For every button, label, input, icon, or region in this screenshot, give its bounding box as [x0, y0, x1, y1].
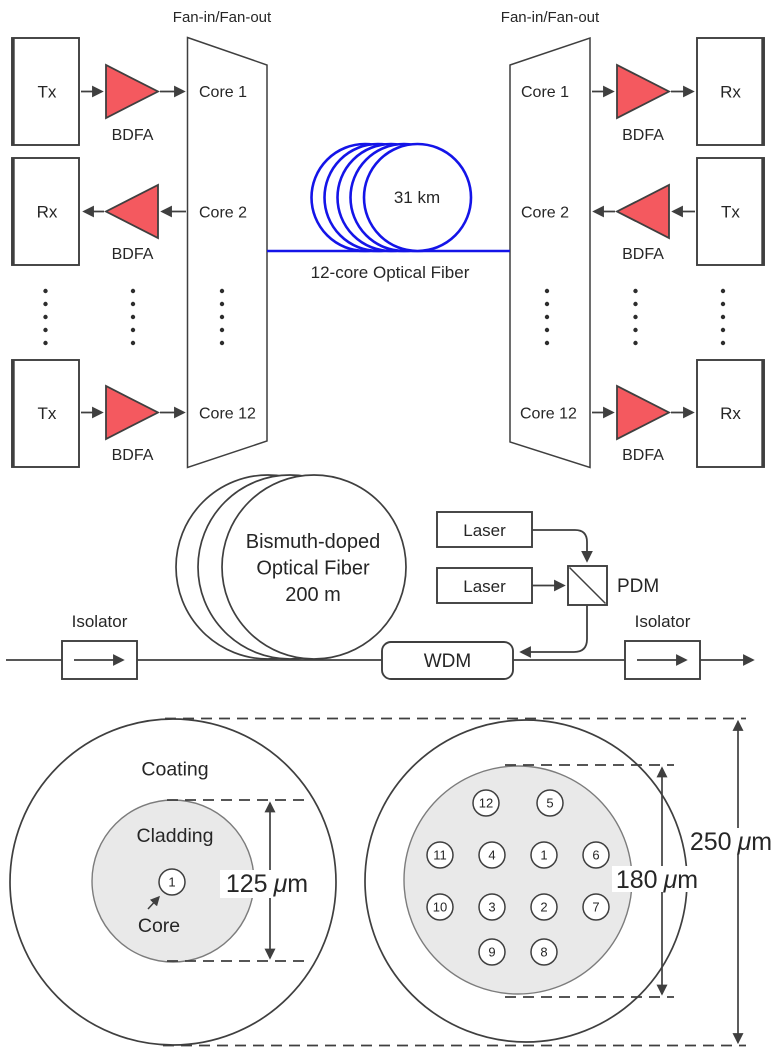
- core-number: 7: [592, 900, 599, 915]
- wdm-label: WDM: [424, 651, 471, 672]
- core-number: 9: [488, 945, 495, 960]
- coil-label-line3: 200 m: [285, 584, 341, 606]
- rx-label-left: Rx: [37, 203, 58, 222]
- core-number: 11: [433, 848, 447, 863]
- core-1-label-right: Core 1: [521, 84, 569, 101]
- mcf-link-section: Fan-in/Fan-out Fan-in/Fan-out Tx BDFA Co…: [11, 9, 765, 469]
- rx-label-right-1: Rx: [720, 83, 741, 102]
- tx-box-left-1: [11, 37, 80, 146]
- core-number: 10: [433, 900, 447, 915]
- coil-label-line2: Optical Fiber: [256, 558, 370, 580]
- core-12-label-right: Core 12: [520, 406, 577, 423]
- core-number: 3: [488, 900, 495, 915]
- rx-label-right-2: Rx: [720, 404, 741, 423]
- fan-in-out-label-right: Fan-in/Fan-out: [501, 9, 600, 26]
- dim-250-backing: [688, 828, 776, 854]
- core-pointer-arrow: [147, 895, 160, 910]
- isolator-label-right: Isolator: [635, 612, 691, 631]
- core-number: 12: [479, 796, 493, 811]
- cross-sections: Coating Cladding 1 Core 12 5 11 4 1 6 10…: [9, 717, 776, 1047]
- bdfa-amplifier-left-1: [105, 63, 160, 120]
- fan-in-out-label-left: Fan-in/Fan-out: [173, 9, 272, 26]
- laser-label-bottom: Laser: [463, 577, 506, 596]
- wdm-box: [381, 641, 514, 680]
- rx-box-right-1: [696, 37, 765, 146]
- core-number: 5: [546, 796, 553, 811]
- cladding-label: Cladding: [137, 825, 214, 847]
- core-label: Core: [138, 915, 180, 937]
- ellipsis-dots-right-boxes: [720, 288, 726, 346]
- isolator-label-left: Isolator: [72, 612, 128, 631]
- bdfa-label-right-2: BDFA: [622, 246, 664, 263]
- core-number: 8: [540, 945, 547, 960]
- bdfa-amplifier-left-3: [105, 384, 160, 441]
- coating-label: Coating: [141, 759, 208, 781]
- bdfa-label-right-3: BDFA: [622, 447, 664, 464]
- core-12-label-left: Core 12: [199, 406, 256, 423]
- pdm-to-wdm-route: [519, 605, 588, 658]
- dim-180-backing: [612, 866, 704, 892]
- fanout-device-right: [509, 36, 591, 469]
- bdfa-setup-section: Isolator Bismuth-doped Optical Fiber 200…: [6, 474, 755, 680]
- bdfa-amplifier-right-3: [616, 384, 671, 441]
- rx-box-left: [11, 157, 80, 266]
- rx-box-right-2: [696, 359, 765, 468]
- core-2-label-left: Core 2: [199, 205, 247, 222]
- tx-label-left-1: Tx: [38, 83, 57, 102]
- core-number: 4: [488, 848, 495, 863]
- bdfa-amplifier-right-2: [615, 183, 670, 240]
- ellipsis-dots-left-boxes: [43, 288, 48, 346]
- bdfa-label-left-1: BDFA: [112, 127, 154, 144]
- core-number: 6: [592, 848, 599, 863]
- single-core-circle: [158, 868, 186, 896]
- mcf-cores: 12 5 11 4 1 6 10 3 2 7 9 8: [426, 789, 610, 966]
- tx-label-right: Tx: [721, 203, 740, 222]
- tx-label-left-2: Tx: [38, 404, 57, 423]
- core-number: 2: [540, 900, 547, 915]
- ellipsis-dots-left-cores: [219, 288, 225, 346]
- dim-125-backing: [220, 870, 315, 898]
- fiber-length-label: 31 km: [394, 188, 440, 207]
- single-core-number: 1: [168, 875, 175, 890]
- core-2-label-right: Core 2: [521, 205, 569, 222]
- ellipsis-dots-left-amps: [130, 288, 136, 346]
- fanout-device-left: [186, 36, 268, 469]
- pdm-diagonal: [568, 566, 607, 605]
- core-1-label-left: Core 1: [199, 84, 247, 101]
- mcf-cladding-circle: [403, 765, 633, 995]
- pdm-label: PDM: [617, 576, 659, 597]
- tx-box-left-2: [11, 359, 80, 468]
- bdfa-label-left-3: BDFA: [112, 447, 154, 464]
- ellipsis-dots-right-amps: [633, 288, 638, 346]
- mcf-fiber-coil: [310, 142, 473, 253]
- coil-label-line1: Bismuth-doped: [246, 531, 381, 553]
- fiber-caption: 12-core Optical Fiber: [311, 263, 470, 282]
- tx-box-right: [696, 157, 765, 266]
- laser-box-bottom: [436, 567, 533, 604]
- laser-label-top: Laser: [463, 521, 506, 540]
- bdfa-label-right-1: BDFA: [622, 127, 664, 144]
- bdfa-amplifier-right-1: [616, 63, 671, 120]
- bdfa-label-left-2: BDFA: [112, 246, 154, 263]
- bdfa-amplifier-left-2: [104, 183, 159, 240]
- bismuth-fiber-coil: [175, 474, 407, 660]
- core-number: 1: [540, 848, 547, 863]
- ellipsis-dots-right-cores: [544, 288, 550, 346]
- laser-top-to-pdm-route: [532, 529, 593, 563]
